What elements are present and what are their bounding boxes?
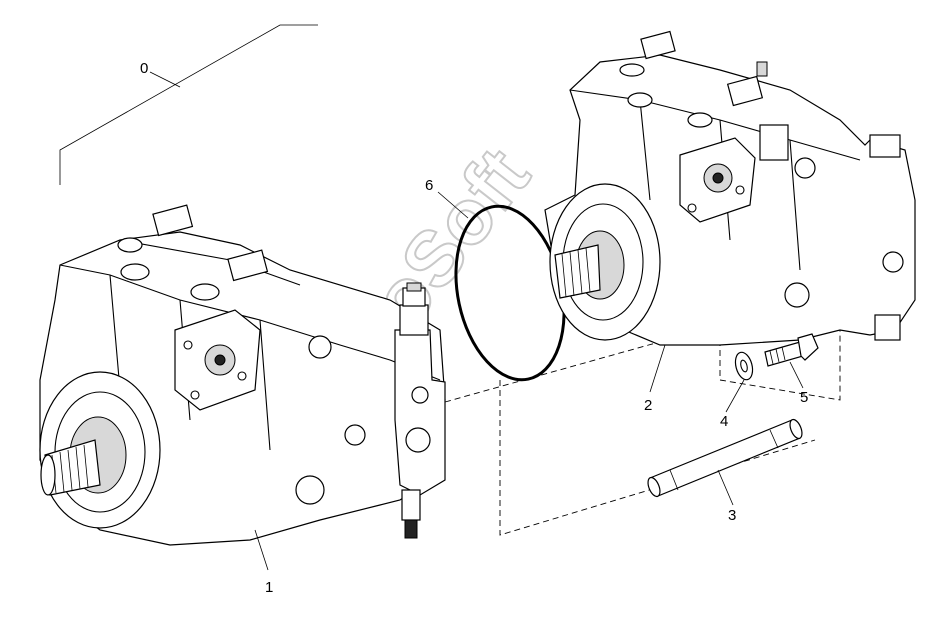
bolt-part: [764, 333, 819, 367]
leader-lines: [254, 191, 804, 571]
callout-labels: 0 1 2 3 4 5 6: [140, 60, 808, 596]
callout-6: 6: [425, 177, 433, 194]
callout-5: 5: [800, 389, 808, 406]
washer-part: [734, 351, 754, 381]
rear-pump: [544, 30, 916, 346]
callout-3: 3: [728, 507, 736, 524]
front-pump: [39, 204, 446, 546]
callout-0: 0: [140, 60, 148, 77]
assembly-leader: [59, 24, 318, 185]
callout-2: 2: [644, 397, 652, 414]
callout-1: 1: [265, 579, 273, 596]
shaft-part: [647, 418, 803, 498]
callout-4: 4: [720, 413, 728, 430]
